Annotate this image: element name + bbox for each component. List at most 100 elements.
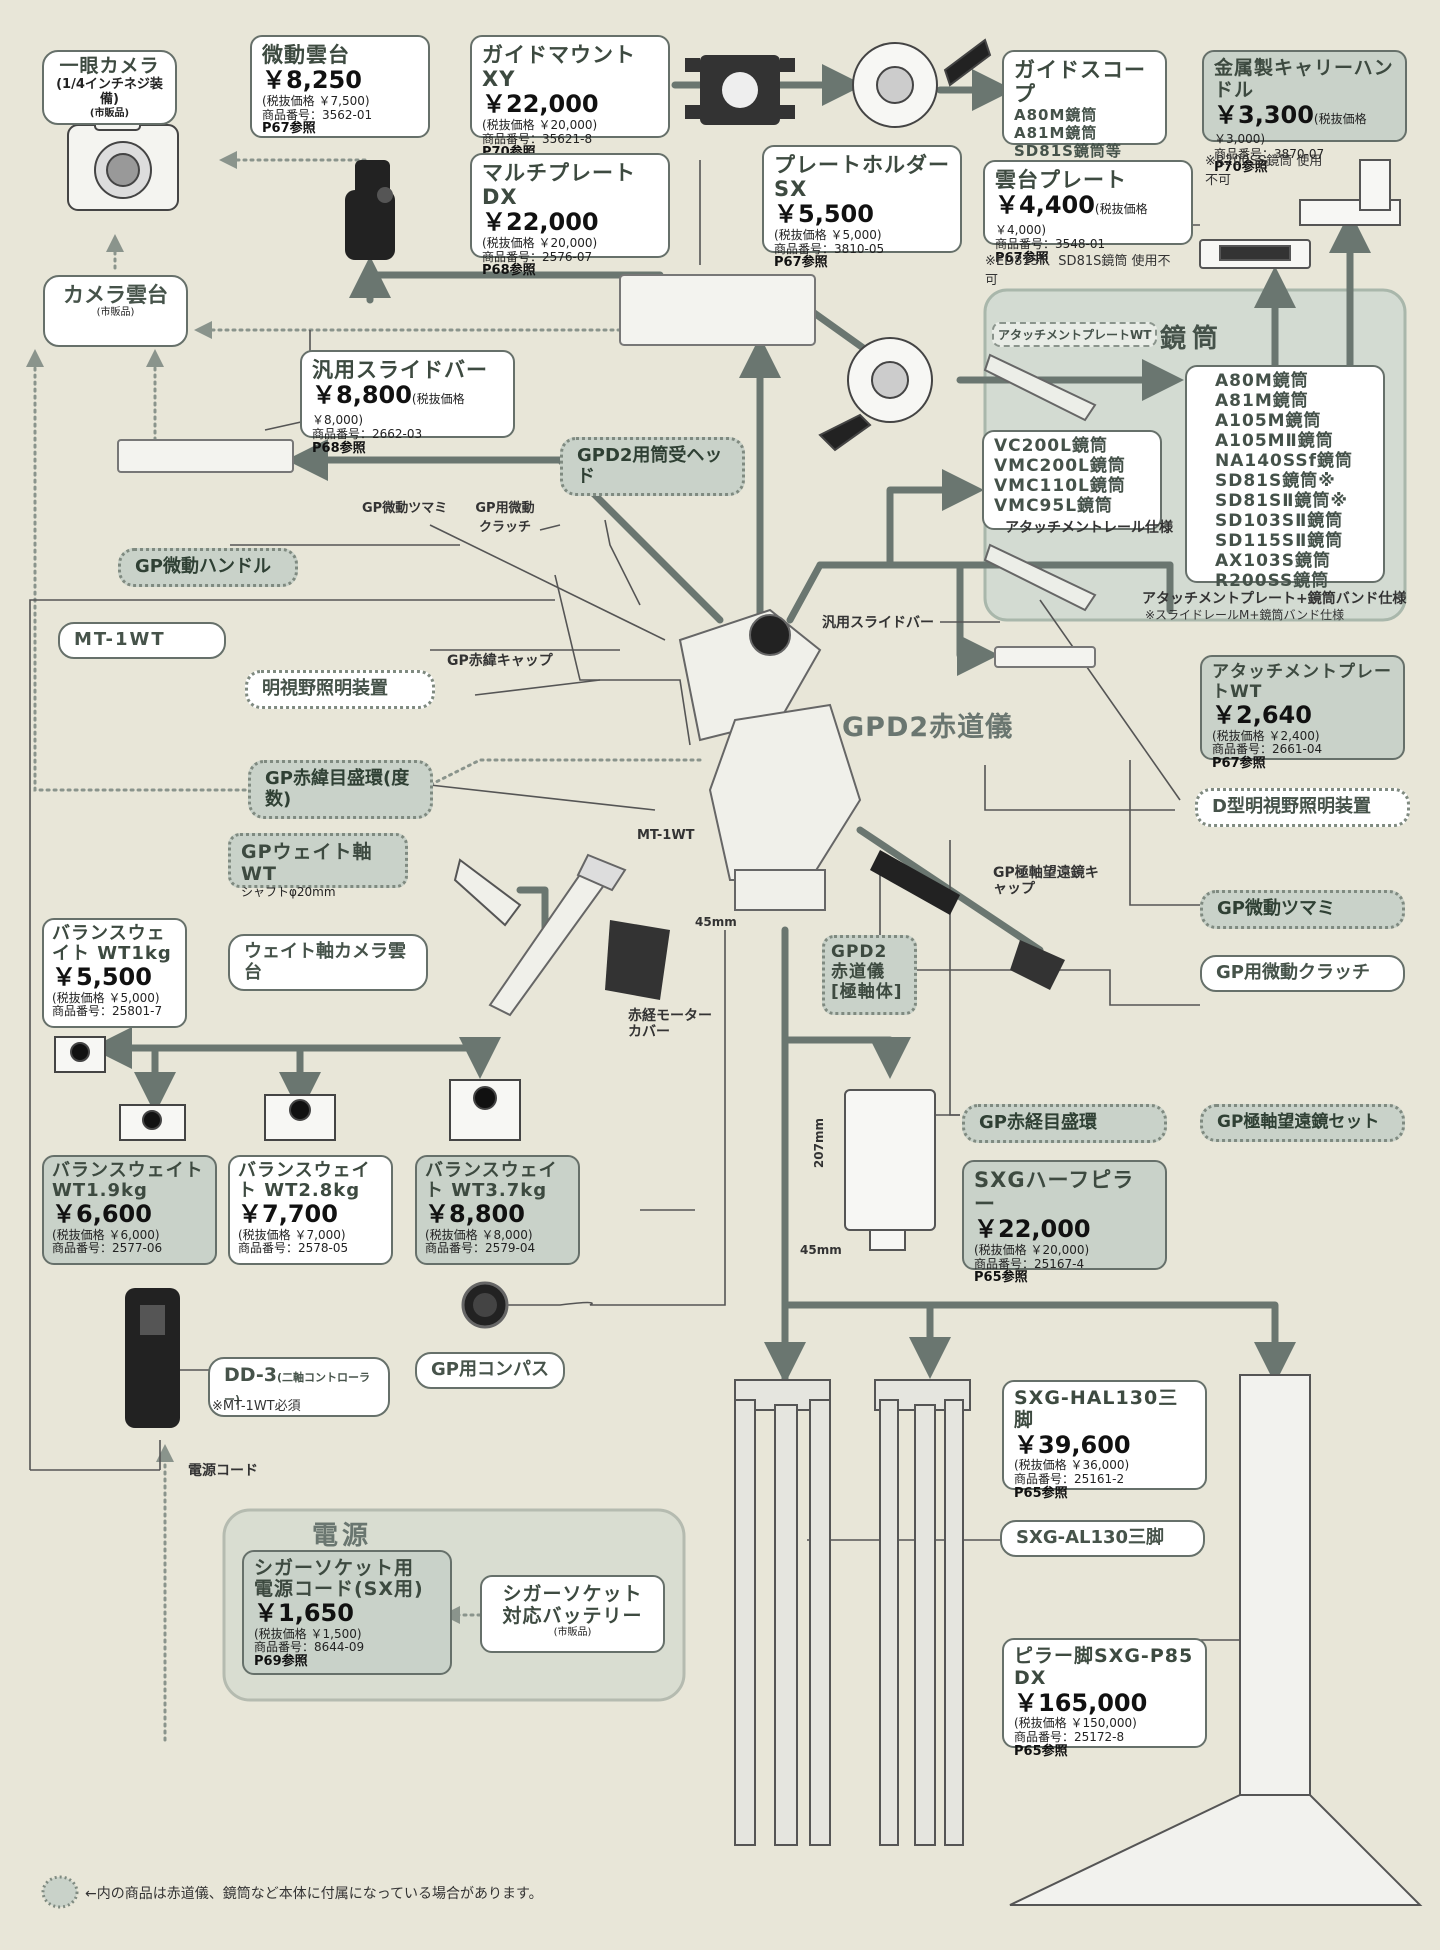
head-plate-image <box>1200 240 1310 268</box>
guide-scope-line-1: A80M鏡筒 <box>1014 106 1155 124</box>
multi-plate-box[interactable]: マルチプレートDX ￥22,000 (税抜価格 ￥20,000) 商品番号：25… <box>470 153 670 258</box>
weight-28kg-price: ￥7,700 <box>238 1201 383 1229</box>
mt1wt-label[interactable]: MT-1WT <box>58 622 226 659</box>
head-plate-box[interactable]: 雲台プレート ￥4,400(税抜価格 ￥4,000) 商品番号：3548-01 … <box>983 160 1193 245</box>
cradle-tube-1: VMC200L鏡筒 <box>994 456 1150 476</box>
cigar-battery-box[interactable]: シガーソケット 対応バッテリー (市販品) <box>480 1575 665 1653</box>
micro-head-image <box>345 160 395 260</box>
dslr-note: (市販品) <box>52 108 167 120</box>
ra-motor-cover-text: 赤経モーターカバー <box>628 1008 723 1040</box>
weight-shaft-box[interactable]: GPウェイト軸WT シャフトφ20mm <box>228 833 408 888</box>
main-tube-7: SD103SⅡ鏡筒 <box>1215 511 1355 531</box>
cigar-cord-box[interactable]: シガーソケット用 電源コード(SX用) ￥1,650 (税抜価格 ￥1,500)… <box>242 1550 452 1675</box>
carry-handle-box[interactable]: 金属製キャリーハンドル ￥3,300(税抜価格 ￥3,000) 商品番号：387… <box>1202 50 1407 142</box>
guide-mount-tax: (税抜価格 ￥20,000) <box>482 119 658 133</box>
carry-handle-price-row: ￥3,300(税抜価格 ￥3,000) <box>1214 102 1395 148</box>
gp-polar-scope-set-label[interactable]: GP極軸望遠鏡セット <box>1200 1104 1405 1142</box>
pillar-p85-price: ￥165,000 <box>1014 1690 1195 1718</box>
motor-cover-image <box>605 920 670 1000</box>
multi-plate-image <box>620 275 815 345</box>
cradle-tube-2: VMC110L鏡筒 <box>994 476 1150 496</box>
main-tube-list[interactable]: A80M鏡筒 A81M鏡筒 A105M鏡筒 A105MⅡ鏡筒 NA140SSf鏡… <box>1185 365 1385 583</box>
weight-1kg-box[interactable]: バランスウェイト WT1kg ￥5,500 (税抜価格 ￥5,000) 商品番号… <box>42 918 187 1028</box>
field-illuminator-label[interactable]: 明視野照明装置 <box>245 670 435 709</box>
half-pillar-box[interactable]: SXGハーフピラー ￥22,000 (税抜価格 ￥20,000) 商品番号：25… <box>962 1160 1167 1270</box>
dd3-title: DD-3 <box>224 1364 277 1386</box>
camera-head-box[interactable]: カメラ雲台 (市販品) <box>43 275 188 347</box>
weight-37kg-price: ￥8,800 <box>425 1201 570 1229</box>
weight-28kg-box[interactable]: バランスウェイト WT2.8kg ￥7,700 (税抜価格 ￥7,000) 商品… <box>228 1155 393 1265</box>
mt1wt-small-text: MT-1WT <box>637 828 695 843</box>
multi-plate-tax: (税抜価格 ￥20,000) <box>482 237 658 251</box>
band-spec-text: アタッチメントプレート+鏡筒バンド仕様 <box>1142 588 1406 608</box>
polar-scope-cap-text: GP極軸望遠鏡キャップ <box>993 865 1108 897</box>
main-tube-8: SD115SⅡ鏡筒 <box>1215 531 1355 551</box>
gp-ra-circle-label[interactable]: GP赤経目盛環 <box>962 1104 1167 1143</box>
gp-micro-knob-label[interactable]: GP微動ツマミ <box>1200 890 1405 929</box>
cigar-cord-price: ￥1,650 <box>254 1600 440 1628</box>
carry-handle-note: ※R200SS鏡筒 使用不可 <box>1205 150 1325 188</box>
micro-head-tax: (税抜価格 ￥7,500) <box>262 95 418 109</box>
half-pillar-title: SXGハーフピラー <box>974 1168 1155 1216</box>
cradle-tube-3: VMC95L鏡筒 <box>994 496 1150 516</box>
micro-head-title: 微動雲台 <box>262 43 418 67</box>
guide-mount-price: ￥22,000 <box>482 91 658 119</box>
guide-scope-box[interactable]: ガイドスコープ A80M鏡筒 A81M鏡筒 SD81S鏡筒等 <box>1002 50 1167 145</box>
controller-image <box>125 1288 180 1428</box>
plate-holder-price: ￥5,500 <box>774 201 950 229</box>
main-tube-5: SD81S鏡筒※ <box>1215 471 1355 491</box>
plate-holder-box[interactable]: プレートホルダーSX ￥5,500 (税抜価格 ￥5,000) 商品番号：381… <box>762 145 962 253</box>
cradle-tube-list[interactable]: VC200L鏡筒 VMC200L鏡筒 VMC110L鏡筒 VMC95L鏡筒 <box>982 430 1162 530</box>
slide-bar-box[interactable]: 汎用スライドバー ￥8,800(税抜価格 ￥8,000) 商品番号：2662-0… <box>300 350 515 438</box>
weight-19kg-price: ￥6,600 <box>52 1201 207 1229</box>
gp-dec-circle-label[interactable]: GP赤緯目盛環(度数) <box>248 760 433 819</box>
dim-207mm-text: 207mm <box>812 1118 826 1168</box>
camera-head-note: (市販品) <box>59 307 172 319</box>
mount-image <box>680 610 860 910</box>
gpd2-tube-head-label[interactable]: GPD2用筒受ヘッド <box>560 437 745 496</box>
main-tube-9: AX103S鏡筒 <box>1215 551 1355 571</box>
dslr-camera-box[interactable]: 一眼カメラ (1/4インチネジ装備) (市販品) <box>42 50 177 125</box>
gp-clutch-label[interactable]: GP用微動クラッチ <box>1200 955 1405 992</box>
weight-37kg-box[interactable]: バランスウェイト WT3.7kg ￥8,800 (税抜価格 ￥8,000) 商品… <box>415 1155 580 1265</box>
al130-label[interactable]: SXG-AL130三脚 <box>1000 1520 1205 1557</box>
guide-scope-title: ガイドスコープ <box>1014 58 1155 106</box>
half-pillar-price: ￥22,000 <box>974 1216 1155 1244</box>
weight-camera-head-label[interactable]: ウェイト軸カメラ雲台 <box>228 934 428 991</box>
weight-shaft-title: GPウェイト軸WT <box>241 842 395 886</box>
camera-head-title: カメラ雲台 <box>59 283 172 307</box>
hal130-price: ￥39,600 <box>1014 1432 1195 1460</box>
tube-group-title: 鏡筒 <box>1160 318 1224 355</box>
band-spec-note: ※スライドレールM+鏡筒バンド仕様 <box>1145 606 1344 623</box>
dslr-sub: (1/4インチネジ装備) <box>52 78 167 108</box>
carry-handle-title: 金属製キャリーハンドル <box>1214 58 1395 102</box>
weights-images <box>55 1037 520 1140</box>
micro-head-box[interactable]: 微動雲台 ￥8,250 (税抜価格 ￥7,500) 商品番号：3562-01 P… <box>250 35 430 138</box>
attachment-plate-ref: P67参照 <box>1212 757 1393 772</box>
half-pillar-image <box>845 1090 935 1250</box>
head-plate-price: ￥4,400 <box>995 191 1095 219</box>
gp-micro-handle-label[interactable]: GP微動ハンドル <box>118 548 298 587</box>
weight-shaft-note: シャフトφ20mm <box>241 886 395 900</box>
gpd2-polar-box[interactable]: GPD2 赤道儀 [極軸体] <box>822 935 917 1015</box>
power-group-title: 電源 <box>312 1515 372 1552</box>
hal130-box[interactable]: SXG-HAL130三脚 ￥39,600 (税抜価格 ￥36,000) 商品番号… <box>1002 1380 1207 1490</box>
pillar-p85-box[interactable]: ピラー脚SXG-P85 DX ￥165,000 (税抜価格 ￥150,000) … <box>1002 1638 1207 1748</box>
main-tube-6: SD81SⅡ鏡筒※ <box>1215 491 1355 511</box>
guide-scope-line-3: SD81S鏡筒等 <box>1014 142 1155 160</box>
d-illuminator-label[interactable]: D型明視野照明装置 <box>1195 788 1410 827</box>
gpd2-mount-title: GPD2赤道儀 <box>842 705 1013 744</box>
slide-bar-price: ￥8,800 <box>312 381 412 409</box>
attachment-plate-box[interactable]: アタッチメントプレートWT ￥2,640 (税抜価格 ￥2,400) 商品番号：… <box>1200 655 1405 760</box>
cigar-cord-title: シガーソケット用 電源コード(SX用) <box>254 1558 440 1600</box>
tripod-images <box>735 1380 970 1845</box>
slide-bar-price-row: ￥8,800(税抜価格 ￥8,000) <box>312 382 503 428</box>
gp-compass-label[interactable]: GP用コンパス <box>415 1352 565 1389</box>
weight-19kg-code: 商品番号：2577-06 <box>52 1242 207 1256</box>
hal130-tax: (税抜価格 ￥36,000) <box>1014 1459 1195 1473</box>
cigar-battery-note: (市販品) <box>492 1627 653 1639</box>
weight-19kg-box[interactable]: バランスウェイト WT1.9kg ￥6,600 (税抜価格 ￥6,000) 商品… <box>42 1155 217 1265</box>
pillar-45mm-text: 45mm <box>695 915 737 929</box>
weight-28kg-title: バランスウェイト WT2.8kg <box>238 1161 383 1201</box>
guide-mount-box[interactable]: ガイドマウントXY ￥22,000 (税抜価格 ￥20,000) 商品番号：35… <box>470 35 670 138</box>
